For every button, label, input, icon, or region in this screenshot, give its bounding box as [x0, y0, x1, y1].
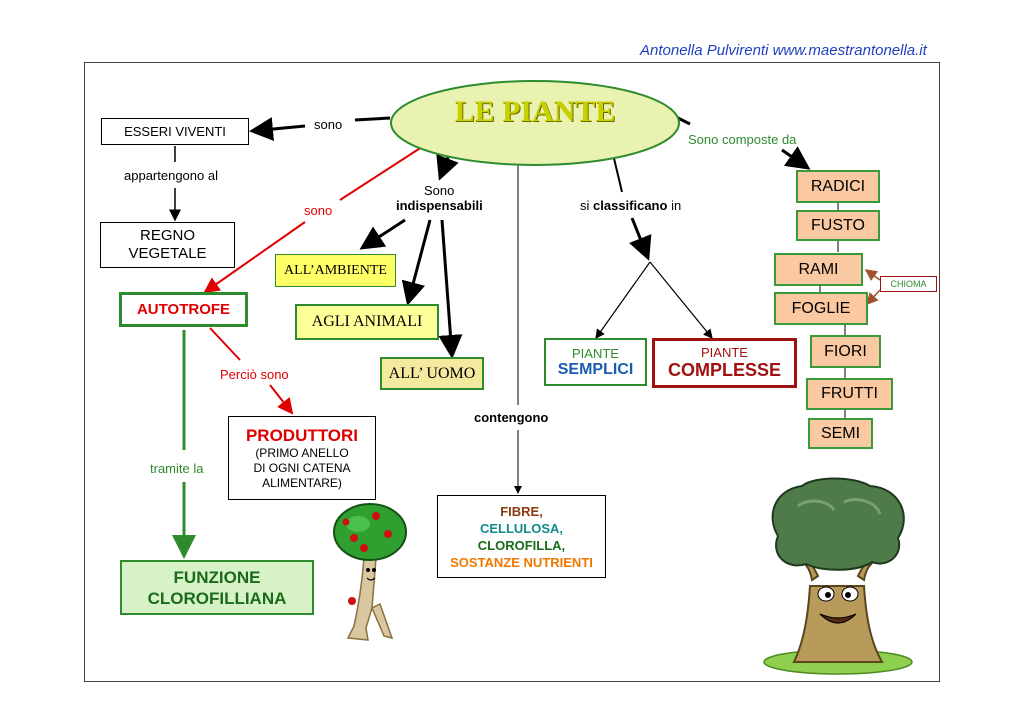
node-produttori: PRODUTTORI (PRIMO ANELLO DI OGNI CATENA …: [228, 416, 376, 500]
root-title: LE PIANTE: [454, 95, 616, 128]
smiling-tree-icon: [763, 477, 913, 675]
complesse-top: PIANTE: [701, 345, 748, 360]
node-frutti: FRUTTI: [806, 378, 893, 410]
label-sono: sono: [314, 117, 343, 132]
label-sono-indisp: Sono: [424, 183, 455, 198]
label-composte: Sono composte da: [688, 132, 797, 147]
item-fibre: FIBRE,: [500, 503, 543, 519]
link-percio-produttori: [269, 384, 294, 415]
item-cellulosa: CELLULOSA,: [479, 520, 564, 536]
root-ellipse: [390, 80, 680, 166]
item-clorofilla: CLOROFILLA,: [477, 537, 566, 553]
node-piante-semplici: PIANTE SEMPLICI: [544, 338, 647, 386]
semplici-bottom: SEMPLICI: [557, 360, 634, 378]
node-semi: SEMI: [808, 418, 873, 449]
link-to-complesse: [649, 261, 713, 339]
node-ambiente: ALL’AMBIENTE: [275, 254, 396, 287]
node-funzione-clorofilliana: FUNZIONE CLOROFILLIANA: [120, 560, 314, 615]
link-autotrofe-percio: [209, 327, 241, 361]
node-regno-vegetale: REGNO VEGETALE: [100, 222, 235, 268]
link-classificano-split: [629, 217, 652, 261]
label-indispensabili: indispensabili: [396, 198, 483, 213]
cartoon-tree-icon: [333, 503, 407, 641]
label-si-classificano: si classificano in: [580, 198, 682, 213]
link-indisp-uomo: [438, 219, 463, 359]
link-indisp-ambiente: [359, 218, 406, 250]
node-chioma: CHIOMA: [880, 276, 937, 292]
link-indisp-animali: [401, 219, 432, 306]
produttori-title: PRODUTTORI: [245, 425, 359, 445]
link-chioma-rami: [864, 269, 881, 281]
node-fusto: FUSTO: [796, 210, 880, 241]
label-appartengono: appartengono al: [124, 168, 218, 183]
label-contengono: contengono: [474, 410, 549, 425]
link-chioma-foglie: [865, 289, 881, 306]
label-percio: Perciò sono: [220, 367, 289, 382]
link-root-sono: [354, 116, 391, 122]
label-sono-red: sono: [304, 203, 333, 218]
link-root-sono-red: [339, 144, 426, 201]
item-sostanze: SOSTANZE NUTRIENTI: [450, 554, 593, 570]
node-rami: RAMI: [774, 253, 863, 286]
label-tramite: tramite la: [150, 461, 204, 476]
node-radici: RADICI: [796, 170, 880, 203]
node-esseri-viventi: ESSERI VIVENTI: [101, 118, 249, 145]
node-piante-complesse: PIANTE COMPLESSE: [652, 338, 797, 388]
node-autotrofe: AUTOTROFE: [119, 292, 248, 327]
produttori-subtitle: (PRIMO ANELLO DI OGNI CATENA ALIMENTARE): [253, 445, 351, 490]
complesse-bottom: COMPLESSE: [667, 360, 782, 380]
node-foglie: FOGLIE: [774, 292, 868, 325]
semplici-top: PIANTE: [572, 345, 619, 361]
node-fiori: FIORI: [810, 335, 881, 368]
link-to-semplici: [595, 261, 651, 339]
author-credit: Antonella Pulvirenti www.maestrantonella…: [640, 42, 927, 59]
diagram-frame: [84, 62, 940, 682]
node-contenuti: FIBRE, CELLULOSA, CLOROFILLA, SOSTANZE N…: [437, 495, 606, 578]
link-composte-radici: [781, 146, 811, 170]
node-animali: AGLI ANIMALI: [295, 304, 439, 340]
link-sono-esseri: [249, 117, 306, 141]
link-sono-autotrofe: [203, 221, 306, 294]
node-uomo: ALL’ UOMO: [380, 357, 484, 390]
